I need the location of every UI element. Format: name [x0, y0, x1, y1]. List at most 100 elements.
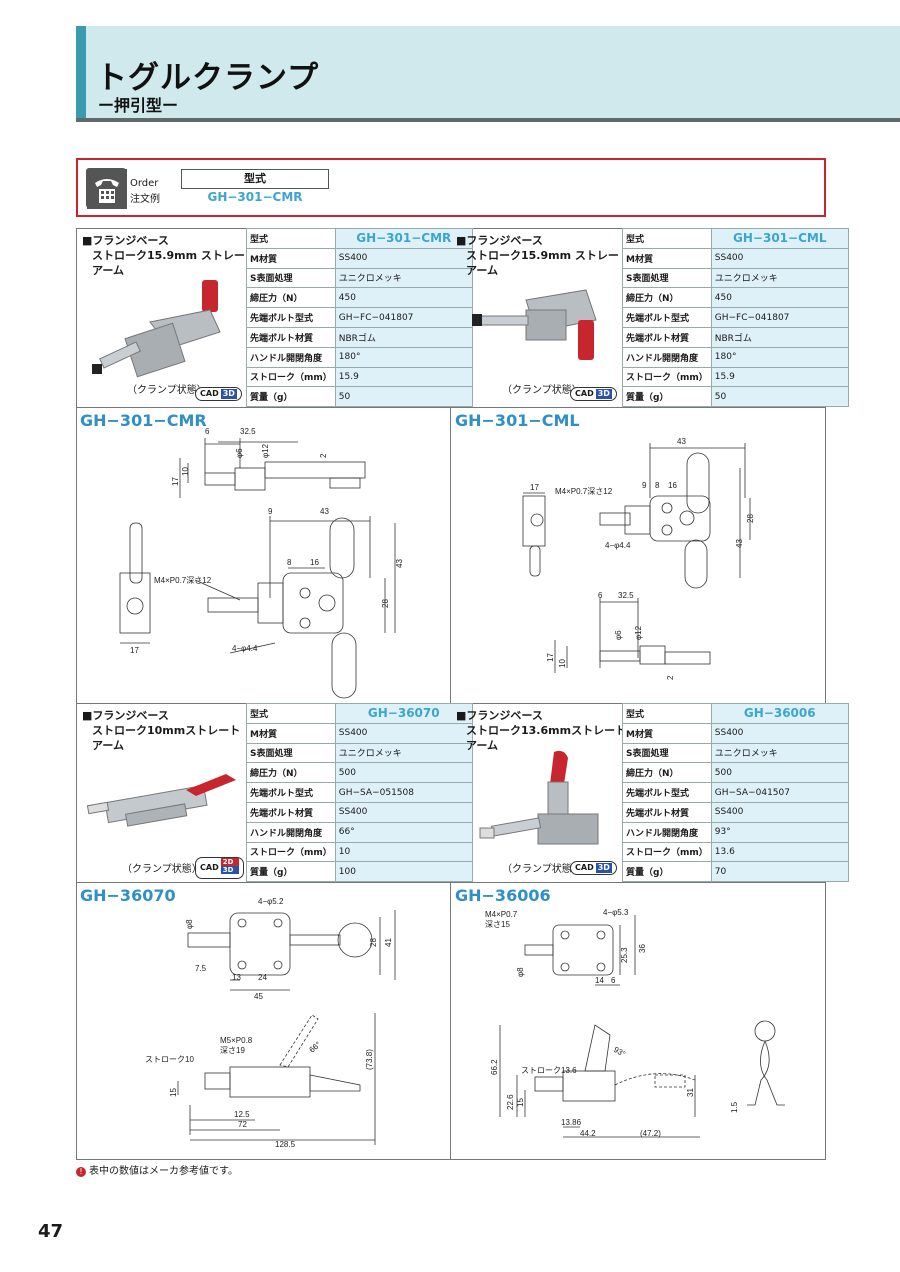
desc-line: アーム	[466, 739, 499, 752]
order-example-box: Order 注文例 型式 GH−301−CMR	[76, 158, 826, 217]
dim-label: 43	[735, 539, 744, 548]
dim-label: 28	[381, 599, 390, 608]
spec-key: 型式	[246, 228, 336, 249]
spec-key: M材質	[622, 722, 712, 744]
spec-key: S表面処理	[622, 742, 712, 764]
technical-drawing: 6 32.5 φ6 φ12 2 10 17 9 43 8 16 M4×P0.7深…	[119, 428, 404, 699]
dim-label: φ12	[261, 443, 270, 458]
spec-key: 先端ボルト型式	[246, 307, 336, 328]
spec-key: 締圧力（N）	[622, 762, 712, 784]
phone-order-icon	[86, 168, 127, 209]
dim-label: 36	[638, 944, 647, 953]
spec-key: S表面処理	[246, 267, 336, 289]
desc-line: ストローク15.9mm ストレート	[92, 249, 256, 262]
cad-2d-tag: 2D	[220, 858, 239, 866]
dim-label: 66.2	[490, 1059, 499, 1075]
spec-row: S表面処理ユニクロメッキ	[246, 742, 473, 764]
cad-3d-tag: 3D	[595, 389, 612, 399]
dim-label: 4−φ5.3	[603, 908, 629, 917]
dim-label: 2	[666, 675, 675, 680]
dim-label: 41	[384, 938, 393, 947]
spec-value: 500	[334, 762, 473, 784]
spec-value: SS400	[334, 801, 473, 823]
spec-row: 締圧力（N）450	[622, 287, 849, 309]
page-subtitle: ー押引型ー	[98, 96, 179, 115]
technical-drawing: M4×P0.7 深さ15 4−φ5.3 25.3 36 φ8 14 6 93° …	[485, 908, 785, 1138]
spec-key: ハンドル開閉角度	[246, 821, 336, 843]
spec-value: 93°	[710, 821, 849, 843]
dim-label: 128.5	[275, 1140, 296, 1149]
dim-label: 16	[310, 558, 319, 567]
photo-caption: （クランプ状態）	[502, 385, 582, 396]
desc-line: ■フランジベース	[82, 234, 169, 247]
dim-label: 13	[232, 973, 241, 982]
dim-label: 17	[171, 477, 180, 486]
spec-value: 450	[334, 287, 473, 309]
spec-key: 先端ボルト型式	[622, 307, 712, 328]
model-number: GH−301−CMR	[334, 228, 473, 249]
spec-key: S表面処理	[622, 267, 712, 289]
spec-value: 500	[710, 762, 849, 784]
dim-label: (73.8)	[365, 1049, 374, 1070]
dim-label: 深さ19	[220, 1046, 245, 1055]
dim-label: 深さ15	[485, 920, 510, 929]
drawing-title: GH−301−CMR	[80, 411, 207, 430]
dim-label: 28	[369, 938, 378, 947]
dim-label: M4×P0.7深さ12	[555, 487, 613, 496]
dim-label: 44.2	[580, 1129, 596, 1138]
page-number: 47	[38, 1221, 64, 1242]
drawing-title: GH−301−CML	[455, 411, 580, 430]
dim-label: M4×P0.7	[485, 910, 518, 919]
desc-line: ストローク15.9mm ストレート	[466, 249, 630, 262]
spec-value: GH−SA−041507	[710, 782, 849, 803]
cad-3d-tag: 3D	[220, 866, 239, 874]
product-photo	[86, 774, 236, 827]
spec-value: 13.6	[710, 841, 849, 863]
model-number: GH−301−CML	[710, 228, 849, 249]
spec-key: ストローク（mm）	[622, 366, 712, 388]
spec-value: 180°	[710, 346, 849, 368]
dim-label: 28	[746, 514, 755, 523]
spec-row: S表面処理ユニクロメッキ	[246, 267, 473, 289]
spec-key: ストローク（mm）	[622, 841, 712, 863]
photo-caption: （クランプ状態）	[127, 385, 207, 396]
dim-label: 9	[268, 507, 273, 516]
spec-key: ハンドル開閉角度	[622, 821, 712, 843]
dim-label: M4×P0.7深さ12	[154, 576, 212, 585]
product-description: ■フランジベース ストローク10mmストレート アーム	[82, 708, 240, 753]
spec-key: 先端ボルト材質	[622, 326, 712, 348]
dim-label: φ8	[185, 919, 194, 929]
spec-value: 15.9	[710, 366, 849, 388]
grid-divider	[76, 882, 826, 883]
spec-row: 締圧力（N）500	[622, 762, 849, 784]
dim-label: 43	[677, 437, 686, 446]
spec-value: SS400	[710, 247, 849, 269]
spec-row: ストローク（mm）13.6	[622, 841, 849, 863]
grid-divider	[76, 407, 826, 408]
spec-key: 先端ボルト材質	[622, 801, 712, 823]
dim-label: 93°	[612, 1045, 627, 1059]
desc-line: ストローク10mmストレート	[92, 724, 241, 737]
spec-value: 50	[710, 386, 849, 408]
order-label-jp: 注文例	[130, 194, 160, 205]
dim-label: 15	[169, 1088, 178, 1097]
spec-key: ストローク（mm）	[246, 366, 336, 388]
spec-row: 締圧力（N）450	[246, 287, 473, 309]
dim-label: M5×P0.8	[220, 1036, 253, 1045]
spec-value: GH−FC−041807	[334, 307, 473, 328]
spec-key: ハンドル開閉角度	[246, 346, 336, 368]
spec-key: 質量（g）	[246, 386, 336, 408]
